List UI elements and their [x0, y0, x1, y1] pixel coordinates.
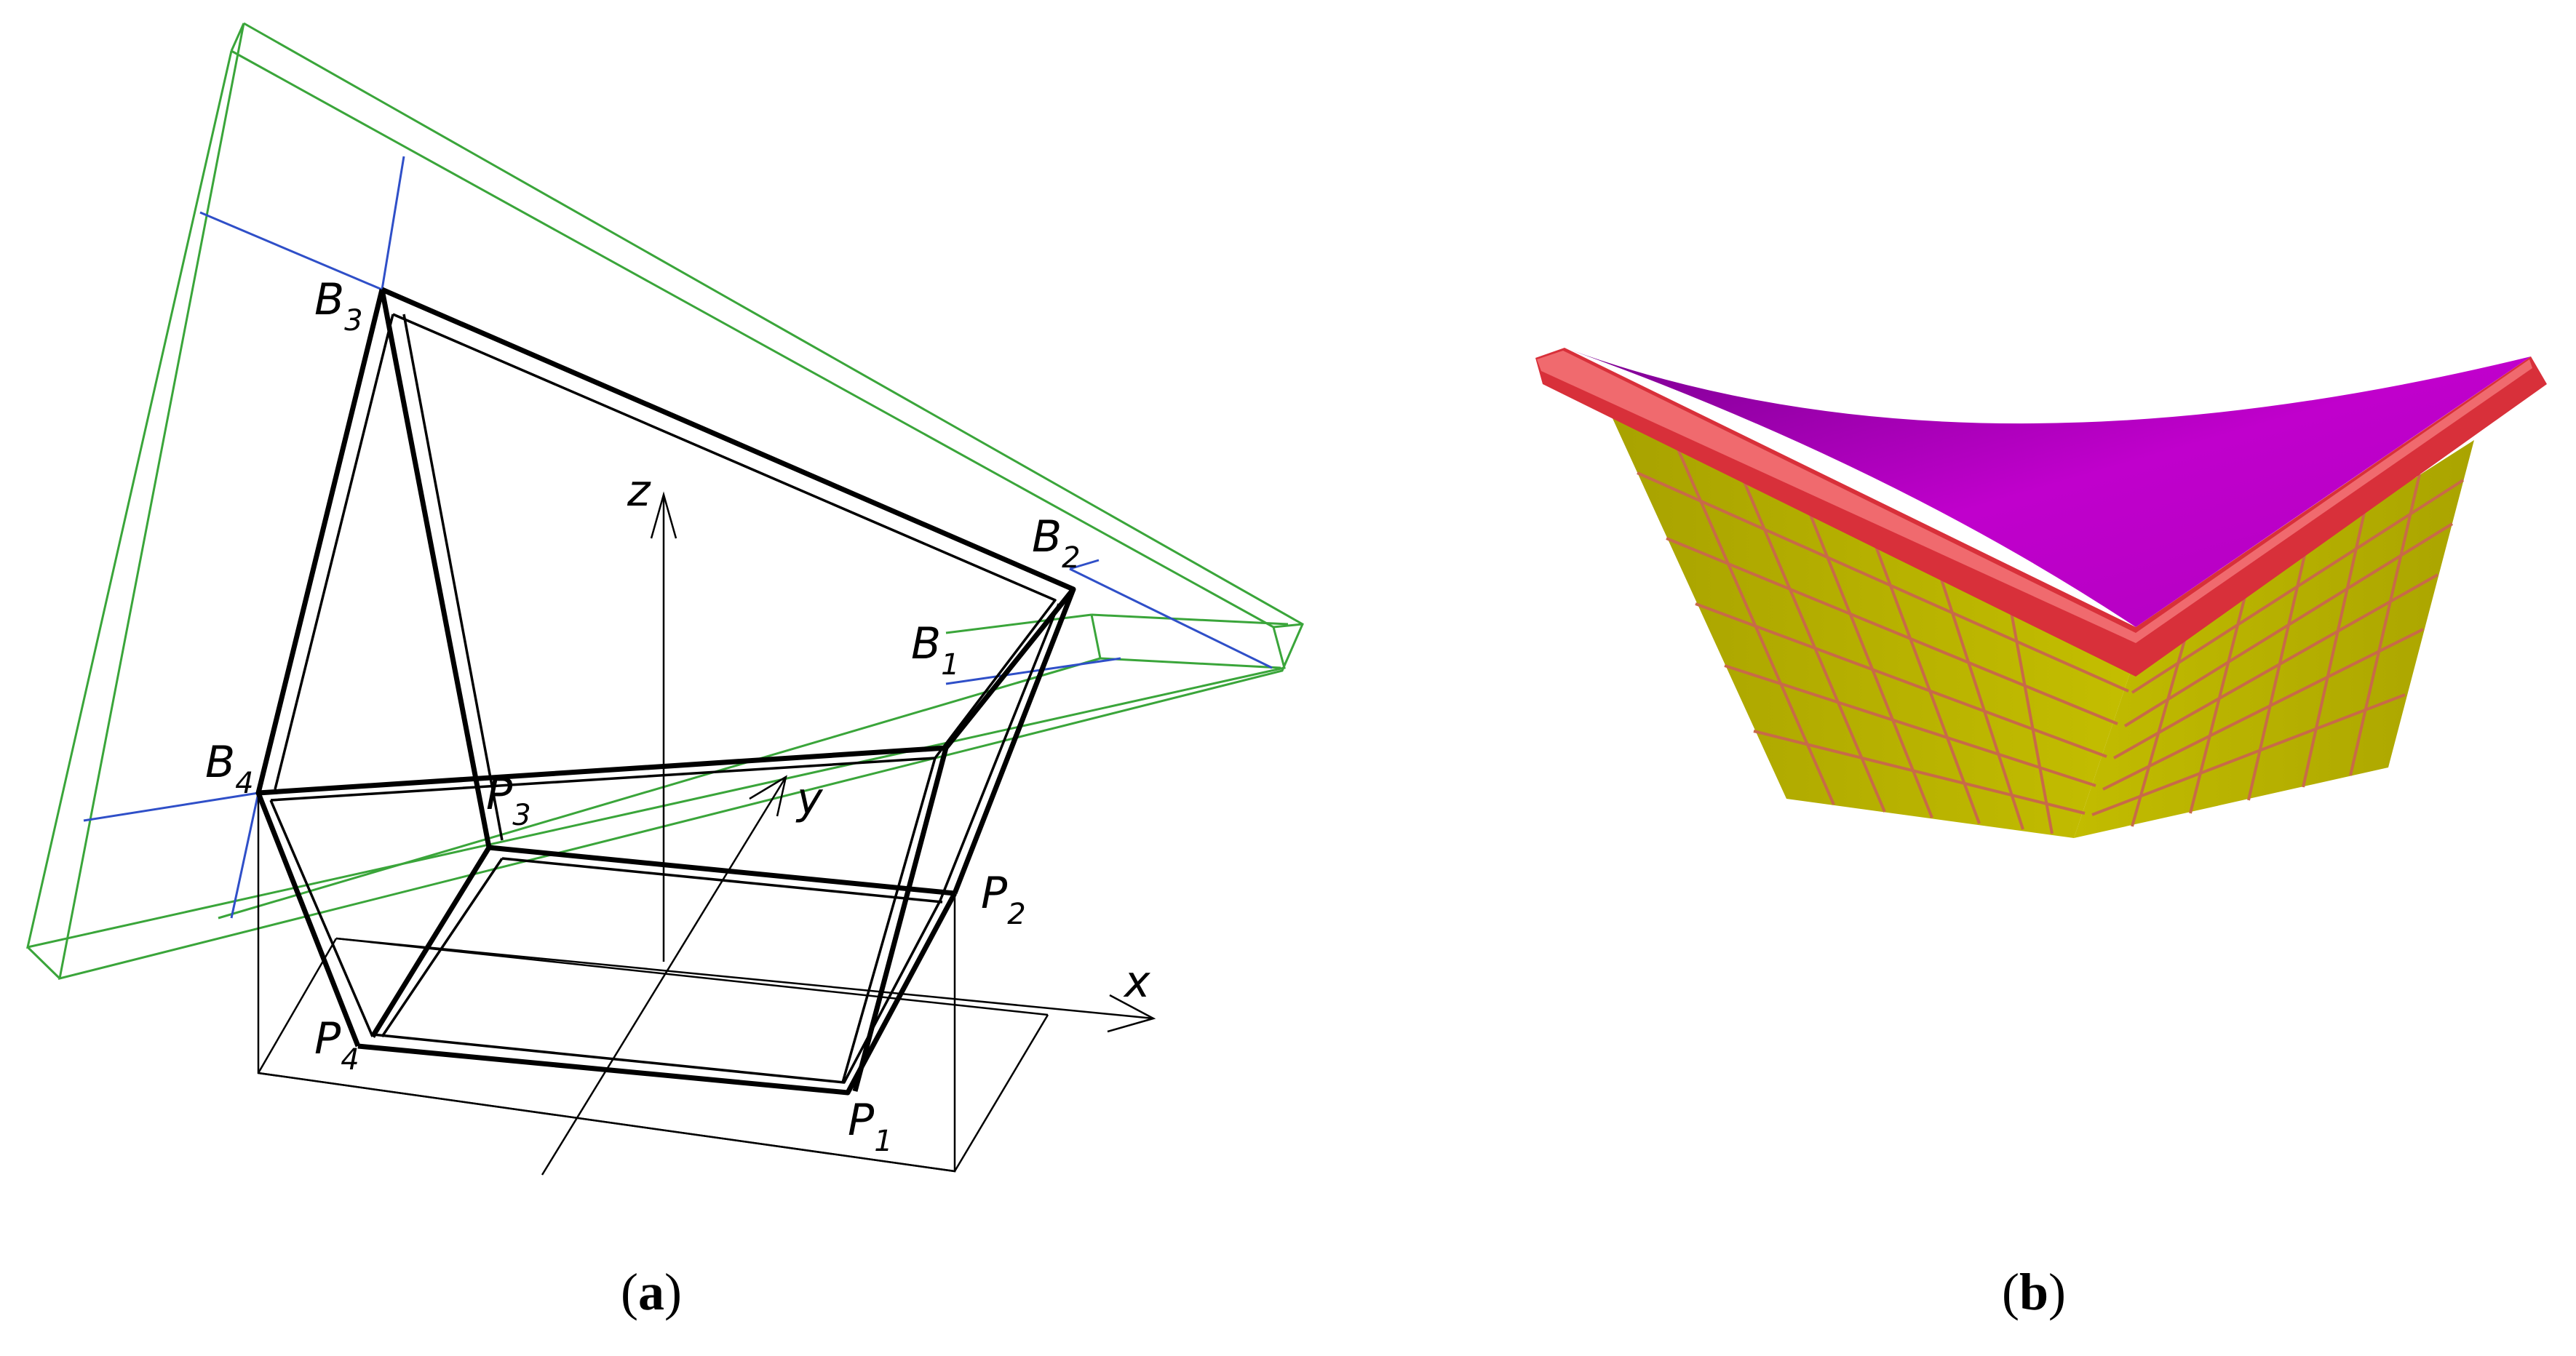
polyhedron-inner-edges — [269, 313, 1060, 1084]
vertex-labels: B3 B2 B1 B4 P3 P2 P4 P1 — [205, 274, 1081, 1158]
caption-a: (a) — [621, 1263, 682, 1321]
panel-b: (b) — [1535, 348, 2547, 1321]
label-b4: B4 — [205, 737, 254, 800]
label-p4: P4 — [314, 1013, 359, 1077]
label-b3: B3 — [314, 274, 363, 338]
edge-beam — [1535, 348, 2547, 677]
panel-a: B3 B2 B1 B4 P3 P2 P4 P1 z y x (a) — [26, 22, 1304, 1321]
label-p2: P2 — [981, 868, 1026, 931]
label-p3: P3 — [486, 769, 531, 832]
edge-beam-highlight — [1537, 351, 2532, 643]
roof-surface — [1565, 348, 2531, 627]
wall-grid-lines — [1637, 439, 2465, 834]
axis-label-x: x — [1123, 957, 1150, 1008]
polyhedron-edges — [255, 287, 1076, 1096]
axis-label-z: z — [627, 466, 651, 517]
axis-labels: z y x — [627, 466, 1150, 1008]
caption-b: (b) — [2002, 1263, 2066, 1321]
axis-label-y: y — [795, 773, 824, 824]
projection-lines — [257, 491, 1156, 1176]
blue-lines — [83, 156, 1273, 919]
label-b1: B1 — [911, 618, 960, 682]
green-frame — [26, 22, 1304, 981]
label-b2: B2 — [1032, 511, 1081, 575]
wall-face-right — [2074, 440, 2474, 838]
label-p1: P1 — [848, 1095, 893, 1158]
